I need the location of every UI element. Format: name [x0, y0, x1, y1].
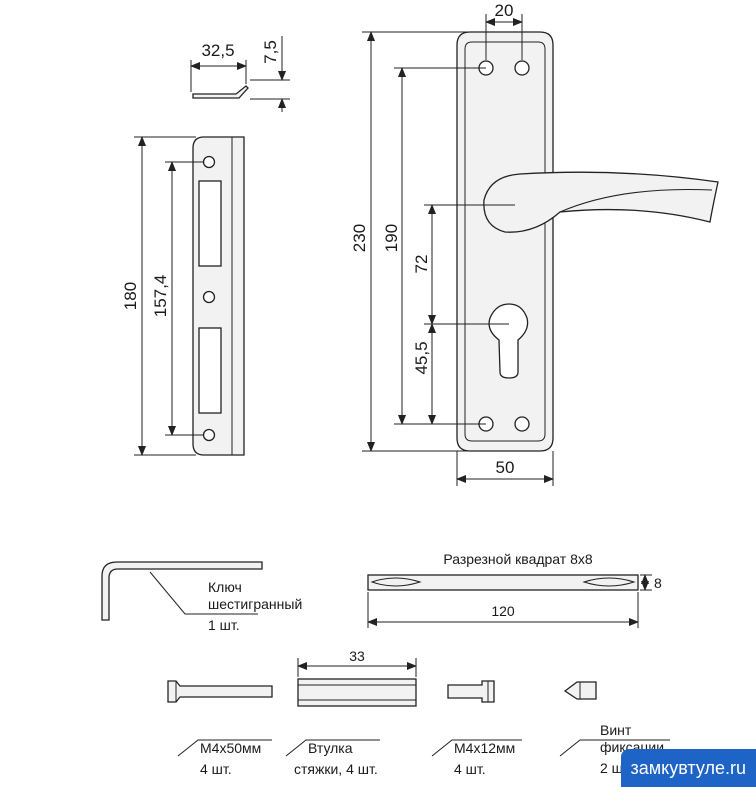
key-label-line2: шестигранный — [208, 596, 302, 612]
dim-tongue-height: 7,5 — [261, 40, 280, 64]
dim-spindle-size: 8 — [654, 575, 662, 591]
sleeve-label-line1: Втулка — [308, 740, 353, 756]
dim-plate-height: 230 — [350, 224, 369, 252]
hex-key — [101, 561, 263, 621]
screw50-qty: 4 шт. — [200, 761, 232, 777]
key-qty: 1 шт. — [208, 617, 240, 633]
screw12-qty: 4 шт. — [454, 761, 486, 777]
screw-m4x50 — [167, 680, 273, 757]
screw50-name: М4х50мм — [200, 740, 261, 756]
handle-plate — [362, 14, 719, 486]
spindle-title: Разрезной квадрат 8x8 — [443, 551, 593, 567]
split-spindle — [367, 574, 652, 628]
dim-strike-height: 180 — [121, 282, 140, 310]
key-label-line1: Ключ — [208, 579, 242, 595]
dim-plate-width: 50 — [496, 458, 515, 477]
dim-handle-to-cylinder: 72 — [412, 255, 431, 274]
fixing-screw — [559, 681, 670, 757]
screw-m4x12 — [431, 680, 522, 757]
dim-plate-top-width: 20 — [495, 1, 514, 20]
fix-label-line1: Винт — [600, 722, 632, 738]
dim-strike-hole-spacing: 157,4 — [151, 275, 170, 318]
screw12-name: М4х12мм — [454, 740, 515, 756]
dim-spindle-length: 120 — [491, 603, 515, 619]
watermark-site: замкувтуле.ru — [620, 749, 756, 787]
dim-cylinder-to-hole: 45,5 — [412, 341, 431, 374]
strike-plate — [134, 136, 245, 456]
dim-hole-spacing: 190 — [382, 224, 401, 252]
coupling-sleeve — [285, 658, 417, 757]
latch-tongue — [190, 36, 290, 112]
sleeve-label-line2: стяжки, 4 шт. — [294, 761, 378, 777]
dim-sleeve-length: 33 — [349, 648, 365, 664]
dim-tongue-width: 32,5 — [201, 41, 234, 60]
